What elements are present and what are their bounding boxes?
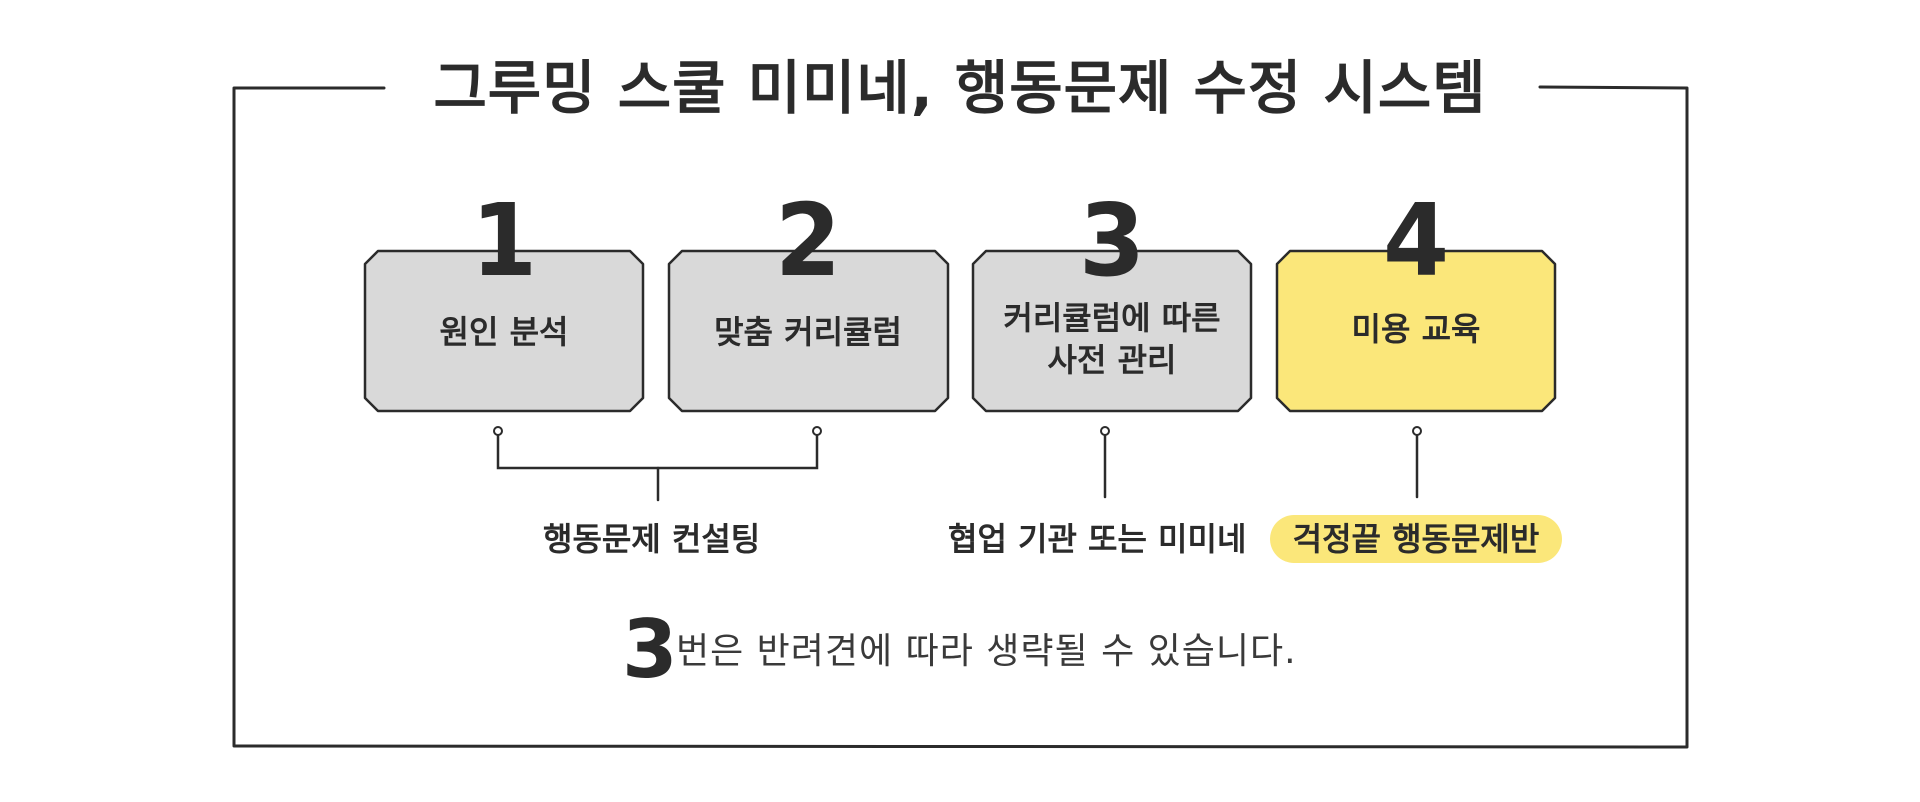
step-box-2 xyxy=(667,249,950,413)
note-text: 번은 반려견에 따라 생략될 수 있습니다. xyxy=(676,631,1297,672)
connector-dot-4 xyxy=(1412,426,1422,436)
connector-dot-2 xyxy=(812,426,822,436)
step-number-2: 2 xyxy=(774,182,842,299)
note-number: 3 xyxy=(622,603,678,696)
step-label-2: 맞춤 커리큘럼 xyxy=(714,313,902,351)
step-box-4 xyxy=(1275,249,1557,413)
connector-consulting xyxy=(496,430,819,502)
connector-dot-3 xyxy=(1100,426,1110,436)
step-label-3: 커리큘럼에 따른 사전 관리 xyxy=(1003,299,1221,379)
diagram-title: 그루밍 스쿨 미미네, 행동문제 수정 시스템 xyxy=(433,54,1487,122)
group-label-program: 걱정끝 행동문제반 xyxy=(1270,515,1562,563)
step-box-3 xyxy=(971,249,1253,413)
step-box-1 xyxy=(363,249,645,413)
connector-dot-1 xyxy=(493,426,503,436)
step-label-1: 원인 분석 xyxy=(439,313,569,351)
group-label-consulting: 행동문제 컨설팅 xyxy=(543,520,761,558)
outer-frame xyxy=(232,85,1689,749)
step-number-4: 4 xyxy=(1382,182,1450,299)
step-label-4: 미용 교육 xyxy=(1351,310,1481,348)
step-number-3: 3 xyxy=(1078,182,1146,299)
step-number-1: 1 xyxy=(470,182,538,299)
group-label-partner: 협업 기관 또는 미미네 xyxy=(948,520,1247,558)
